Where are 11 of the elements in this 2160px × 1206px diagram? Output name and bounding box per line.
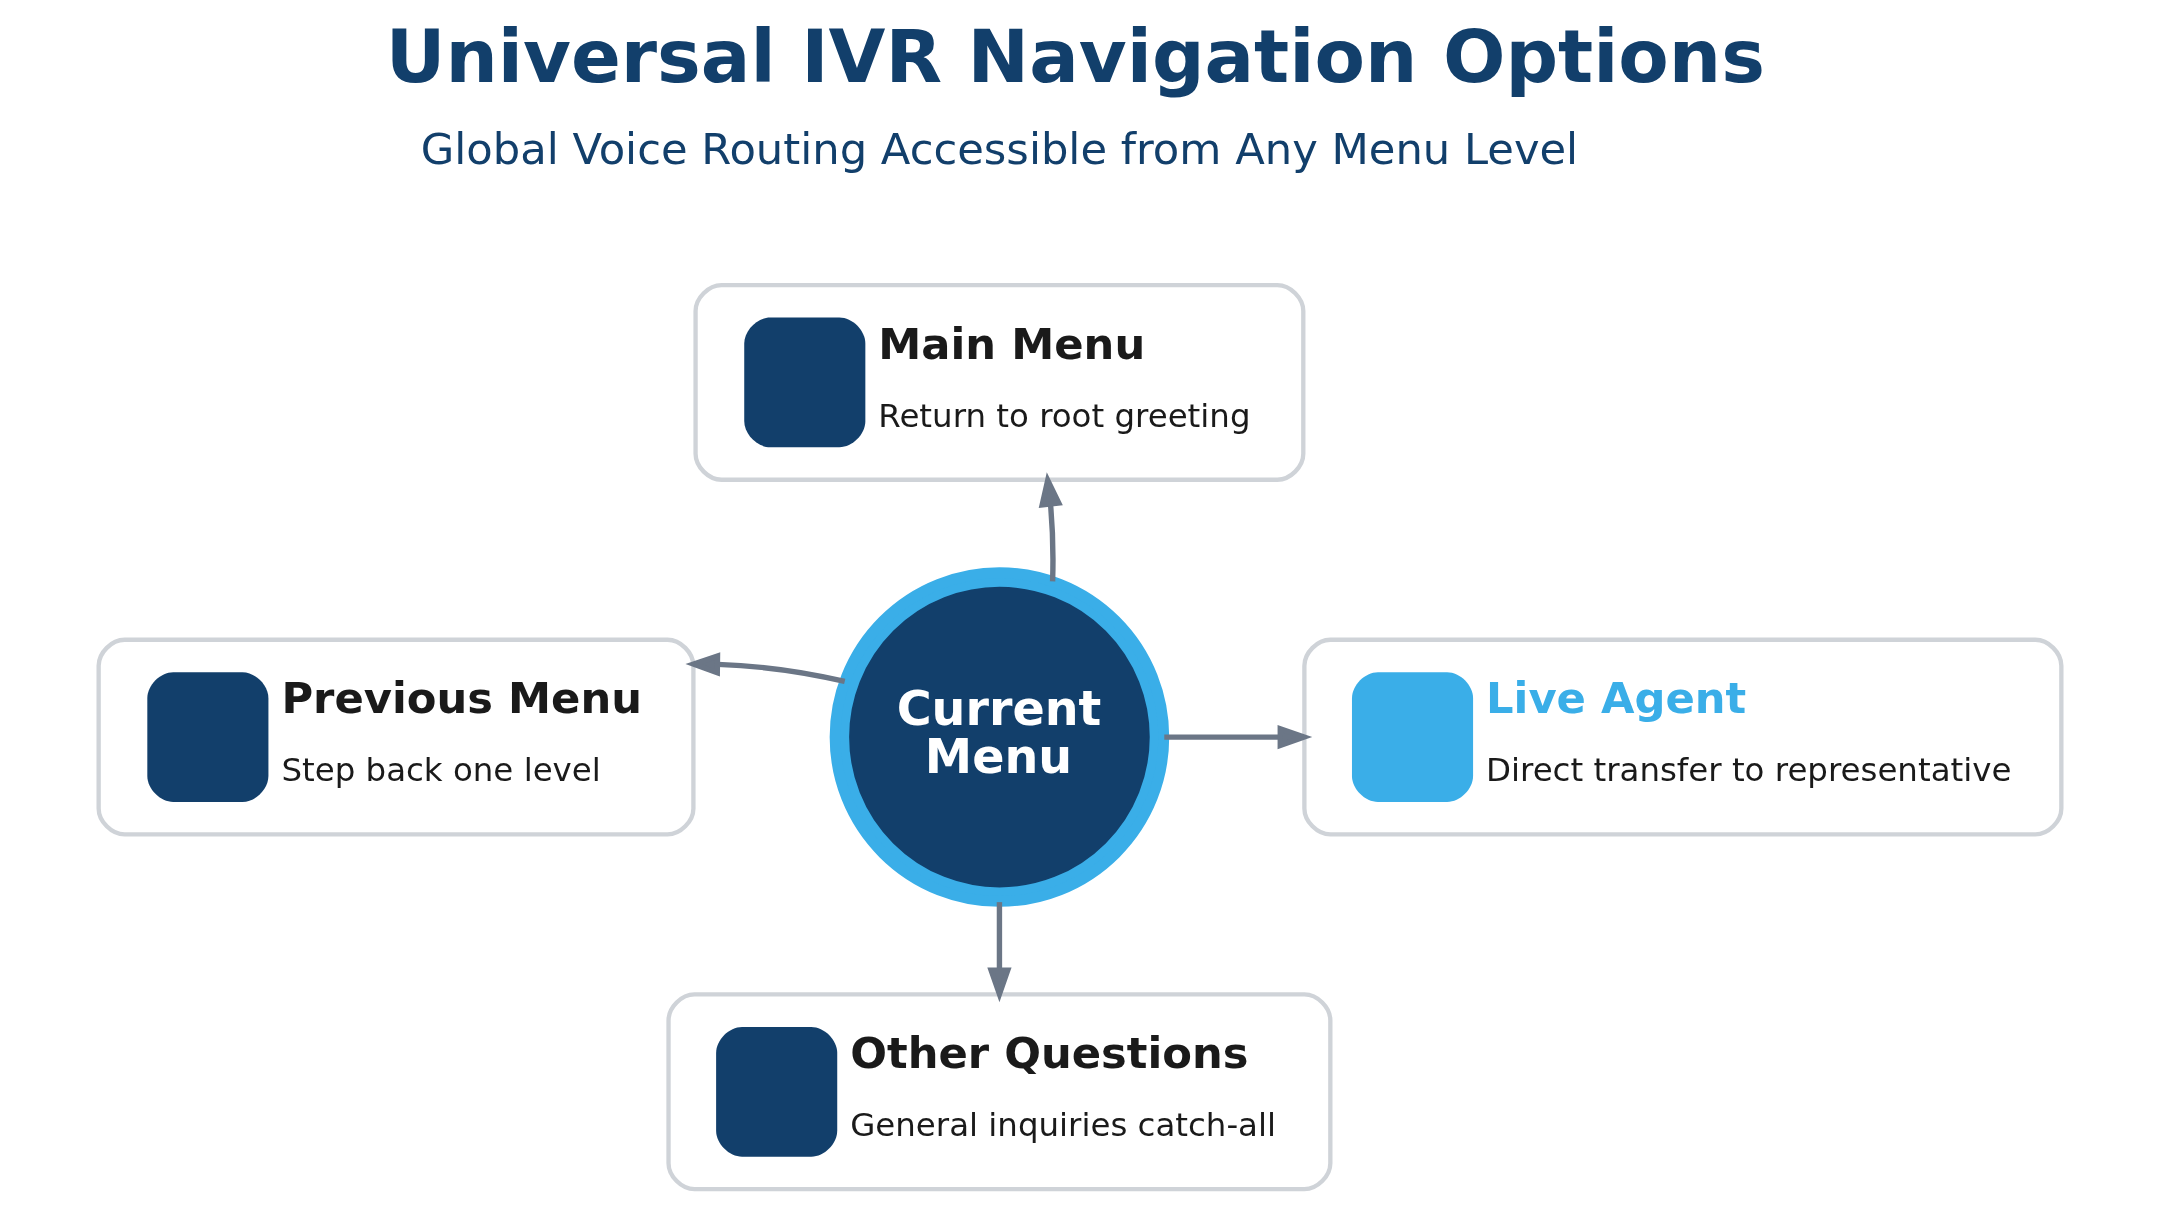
label: Global Voice Routing Accessible from Any Menu Level (420, 123, 1579, 174)
arrow (685, 652, 846, 685)
node-circle: Current Menu (829, 567, 1170, 907)
node-box: Previous Menu Step back one level (96, 637, 696, 837)
diagram-title: Universal IVR Navigation Options (385, 14, 1765, 100)
arrow (1038, 472, 1063, 582)
node-box: Other Questions General inquiries catch-all (666, 992, 1333, 1192)
arrow (1164, 724, 1313, 750)
node-box: Main Menu Return to root greeting (693, 282, 1306, 482)
arrow (987, 902, 1012, 1003)
node-box: Live Agent Direct transfer to representative (1302, 637, 2064, 837)
